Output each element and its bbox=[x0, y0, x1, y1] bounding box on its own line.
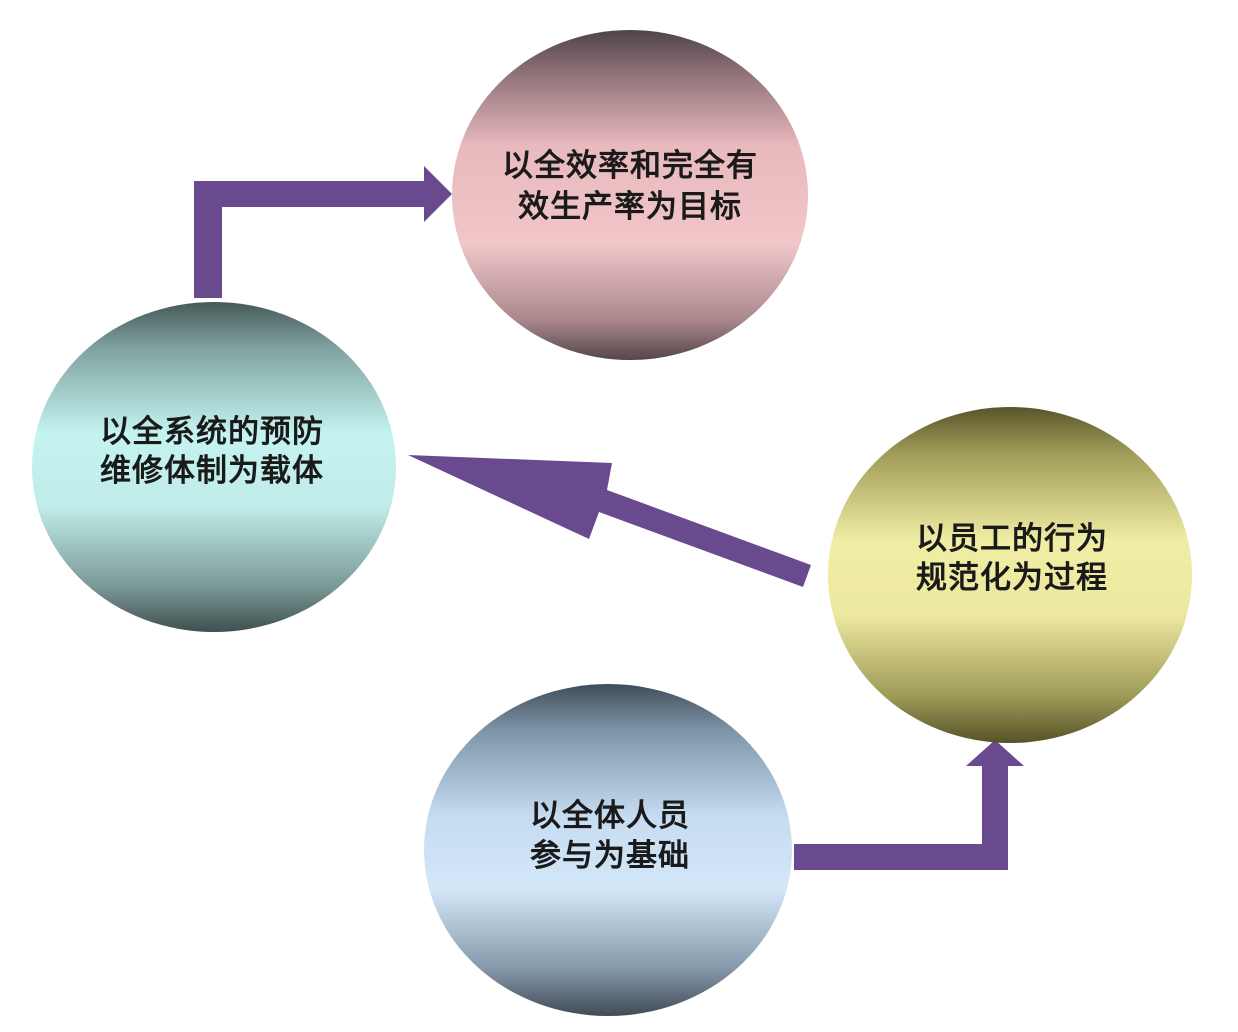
node-process: 以员工的行为 规范化为过程 bbox=[828, 407, 1192, 743]
node-base-line1: 以全体人员 bbox=[530, 798, 690, 834]
arrow-base-to-process bbox=[794, 740, 1024, 870]
node-goal-line1: 以全效率和完全有 bbox=[502, 148, 758, 184]
node-goal-line2: 效生产率为目标 bbox=[518, 189, 742, 225]
node-carrier-line2: 维修体制为载体 bbox=[100, 453, 324, 489]
arrow-process-to-carrier bbox=[408, 455, 811, 587]
node-process-line2: 规范化为过程 bbox=[916, 560, 1108, 596]
node-base: 以全体人员 参与为基础 bbox=[424, 684, 792, 1016]
node-goal: 以全效率和完全有 效生产率为目标 bbox=[452, 30, 808, 360]
node-carrier-line1: 以全系统的预防 bbox=[100, 414, 324, 450]
node-base-line2: 参与为基础 bbox=[530, 838, 690, 874]
node-process-line1: 以员工的行为 bbox=[916, 521, 1108, 557]
arrow-carrier-to-goal bbox=[194, 166, 452, 298]
node-carrier: 以全系统的预防 维修体制为载体 bbox=[32, 302, 396, 632]
